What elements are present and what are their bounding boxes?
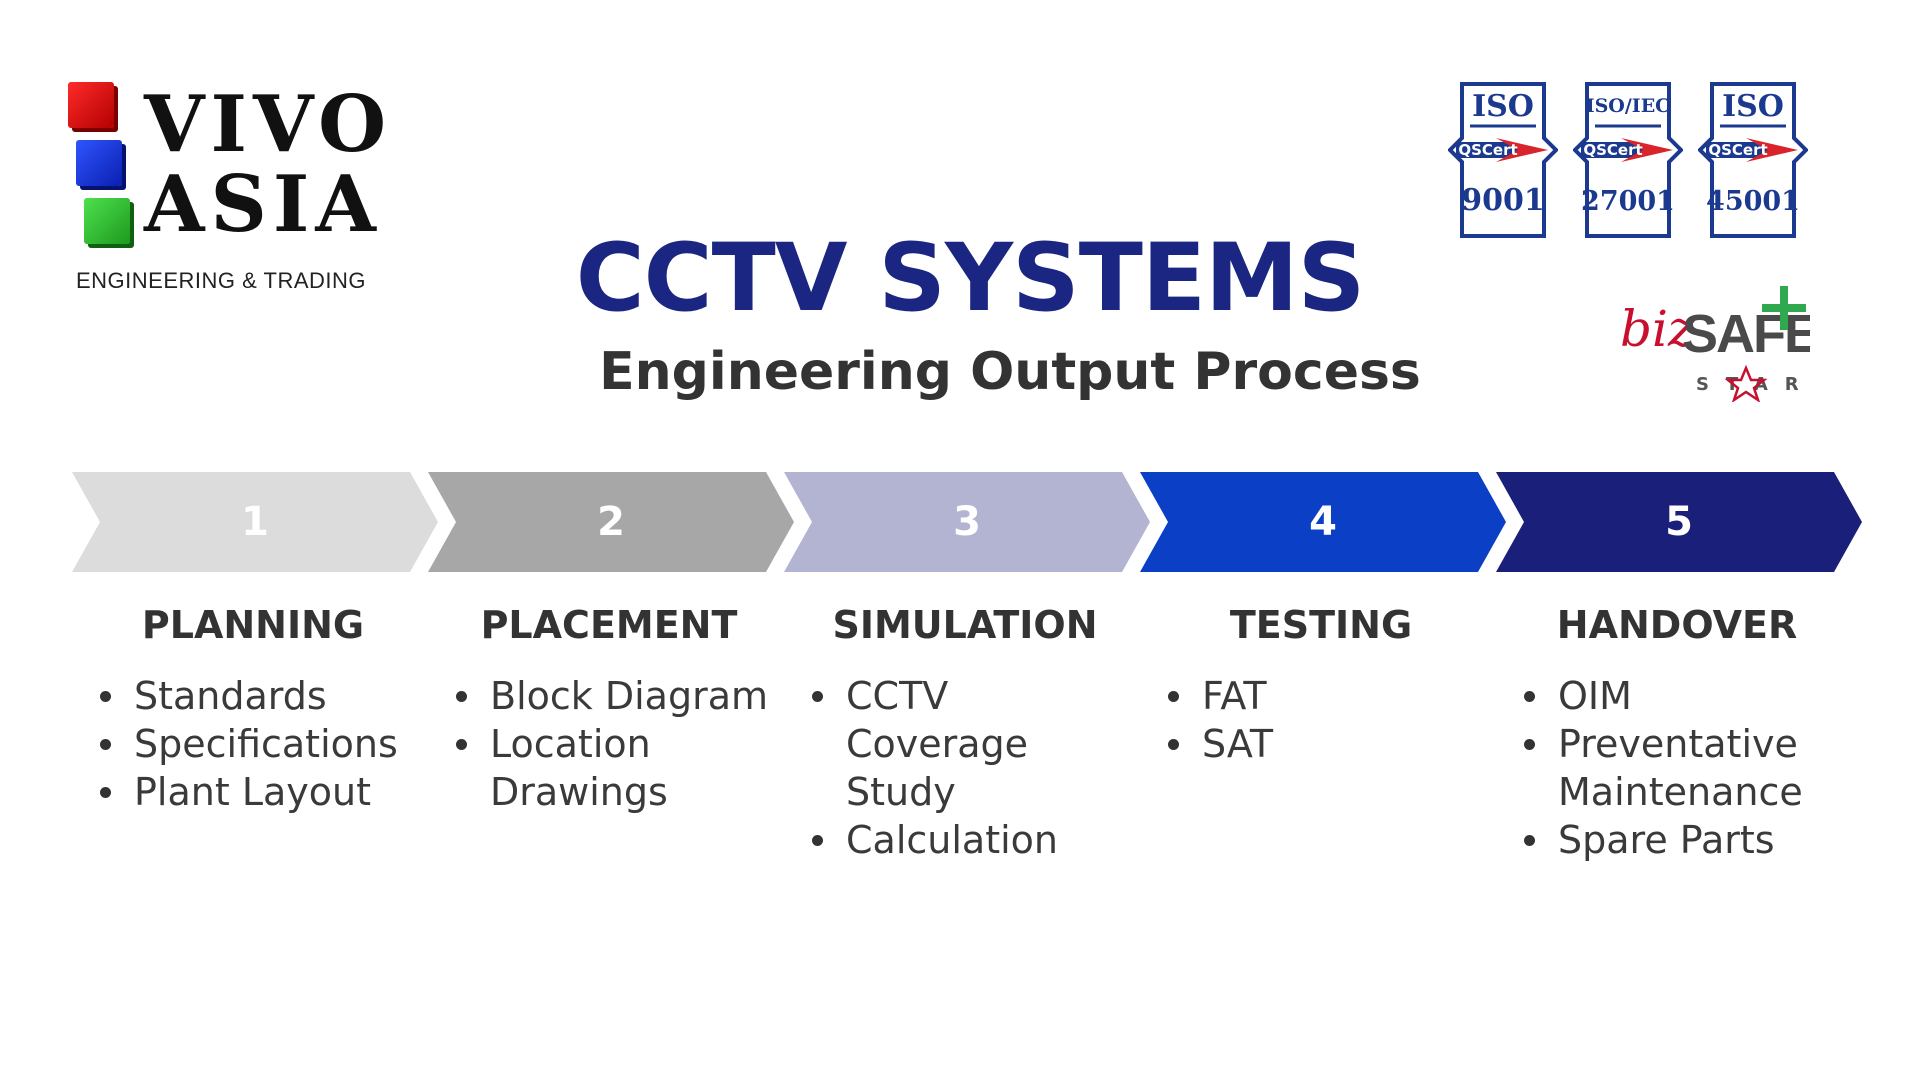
step-1-title: PLANNING <box>141 603 365 647</box>
qscert-label: QSCert <box>1458 141 1517 159</box>
step-4-column: TESTING FAT SAT <box>1156 606 1486 768</box>
iso-number-label: 27001 <box>1581 186 1675 217</box>
iso-number-label: 45001 <box>1706 186 1800 217</box>
star-icon <box>1724 364 1768 402</box>
list-item: SAT <box>1168 720 1486 768</box>
step-4-list: FAT SAT <box>1156 672 1486 768</box>
step-5-number: 5 <box>1665 499 1693 545</box>
red-cube-icon <box>68 82 114 128</box>
iso-number-label: 9001 <box>1461 183 1545 218</box>
step-5-list: OIM Preventative Maintenance Spare Parts <box>1512 672 1842 864</box>
logo-word-vivo: VIVO <box>144 79 393 170</box>
company-logo: VIVO ASIA ENGINEERING & TRADING <box>60 80 390 300</box>
bizsafe-star-text: STAR <box>1696 374 1810 395</box>
bizsafe-star-logo: biz SAFE STAR <box>1620 286 1810 402</box>
page-title: CCTV SYSTEMS <box>575 224 1366 333</box>
green-cube-icon <box>84 198 130 244</box>
list-item: CCTV Coverage Study <box>812 672 1028 816</box>
list-item: Spare Parts <box>1524 816 1842 864</box>
iso-certification-badges: ISO QSCert 9001 ISO/IEC QSCert 27001 ISO… <box>1448 82 1828 242</box>
logo-word-asia: ASIA <box>144 159 382 250</box>
bizsafe-safe-text: SAFE <box>1682 304 1810 364</box>
iso-standard-label: ISO <box>1472 89 1534 124</box>
iso-27001-badge: ISO/IEC QSCert 27001 <box>1573 82 1683 238</box>
step-4-title: TESTING <box>1229 603 1413 647</box>
step-3-column: SIMULATION CCTV Coverage Study Calculati… <box>800 606 1130 864</box>
step-2-column: PLACEMENT Block Diagram Location Drawing… <box>444 606 774 816</box>
step-1-column: PLANNING Standards Specifications Plant … <box>88 606 418 816</box>
iso-standard-label: ISO <box>1722 89 1784 124</box>
step-2-arrow <box>428 472 794 572</box>
step-2-list: Block Diagram Location Drawings <box>444 672 774 816</box>
step-3-number: 3 <box>953 499 981 545</box>
step-1-list: Standards Specifications Plant Layout <box>88 672 418 816</box>
step-3-list: CCTV Coverage Study Calculation <box>800 672 1130 864</box>
list-item: Plant Layout <box>100 768 418 816</box>
step-5-arrow <box>1496 472 1862 572</box>
page-subtitle: Engineering Output Process <box>599 342 1421 402</box>
step-5-title: HANDOVER <box>1556 603 1798 647</box>
step-3-title: SIMULATION <box>832 603 1098 647</box>
step-5-column: HANDOVER OIM Preventative Maintenance Sp… <box>1512 606 1842 864</box>
process-arrows-svg <box>72 472 1862 572</box>
list-item: OIM <box>1524 672 1842 720</box>
list-item: Calculation <box>812 816 1130 864</box>
iso-9001-badge: ISO QSCert 9001 <box>1448 82 1558 238</box>
step-4-number: 4 <box>1309 499 1337 545</box>
list-item: Block Diagram <box>456 672 774 720</box>
list-item: Standards <box>100 672 418 720</box>
step-1-number: 1 <box>241 499 269 545</box>
list-item: Location Drawings <box>456 720 680 816</box>
qscert-label: QSCert <box>1708 141 1767 159</box>
iso-45001-badge: ISO QSCert 45001 <box>1698 82 1808 238</box>
logo-tagline: ENGINEERING & TRADING <box>76 268 367 293</box>
qscert-label: QSCert <box>1583 141 1642 159</box>
step-4-arrow <box>1140 472 1506 572</box>
list-item: Preventative Maintenance <box>1524 720 1808 816</box>
list-item: FAT <box>1168 672 1486 720</box>
step-2-title: PLACEMENT <box>480 603 738 647</box>
list-item: Specifications <box>100 720 418 768</box>
iso-standard-label: ISO/IEC <box>1586 95 1671 117</box>
process-arrow-band: 1 2 3 4 5 <box>72 472 1862 572</box>
blue-cube-icon <box>76 140 122 186</box>
bizsafe-biz-text: biz <box>1620 300 1695 358</box>
step-3-arrow <box>784 472 1150 572</box>
step-2-number: 2 <box>597 499 625 545</box>
step-1-arrow <box>72 472 438 572</box>
